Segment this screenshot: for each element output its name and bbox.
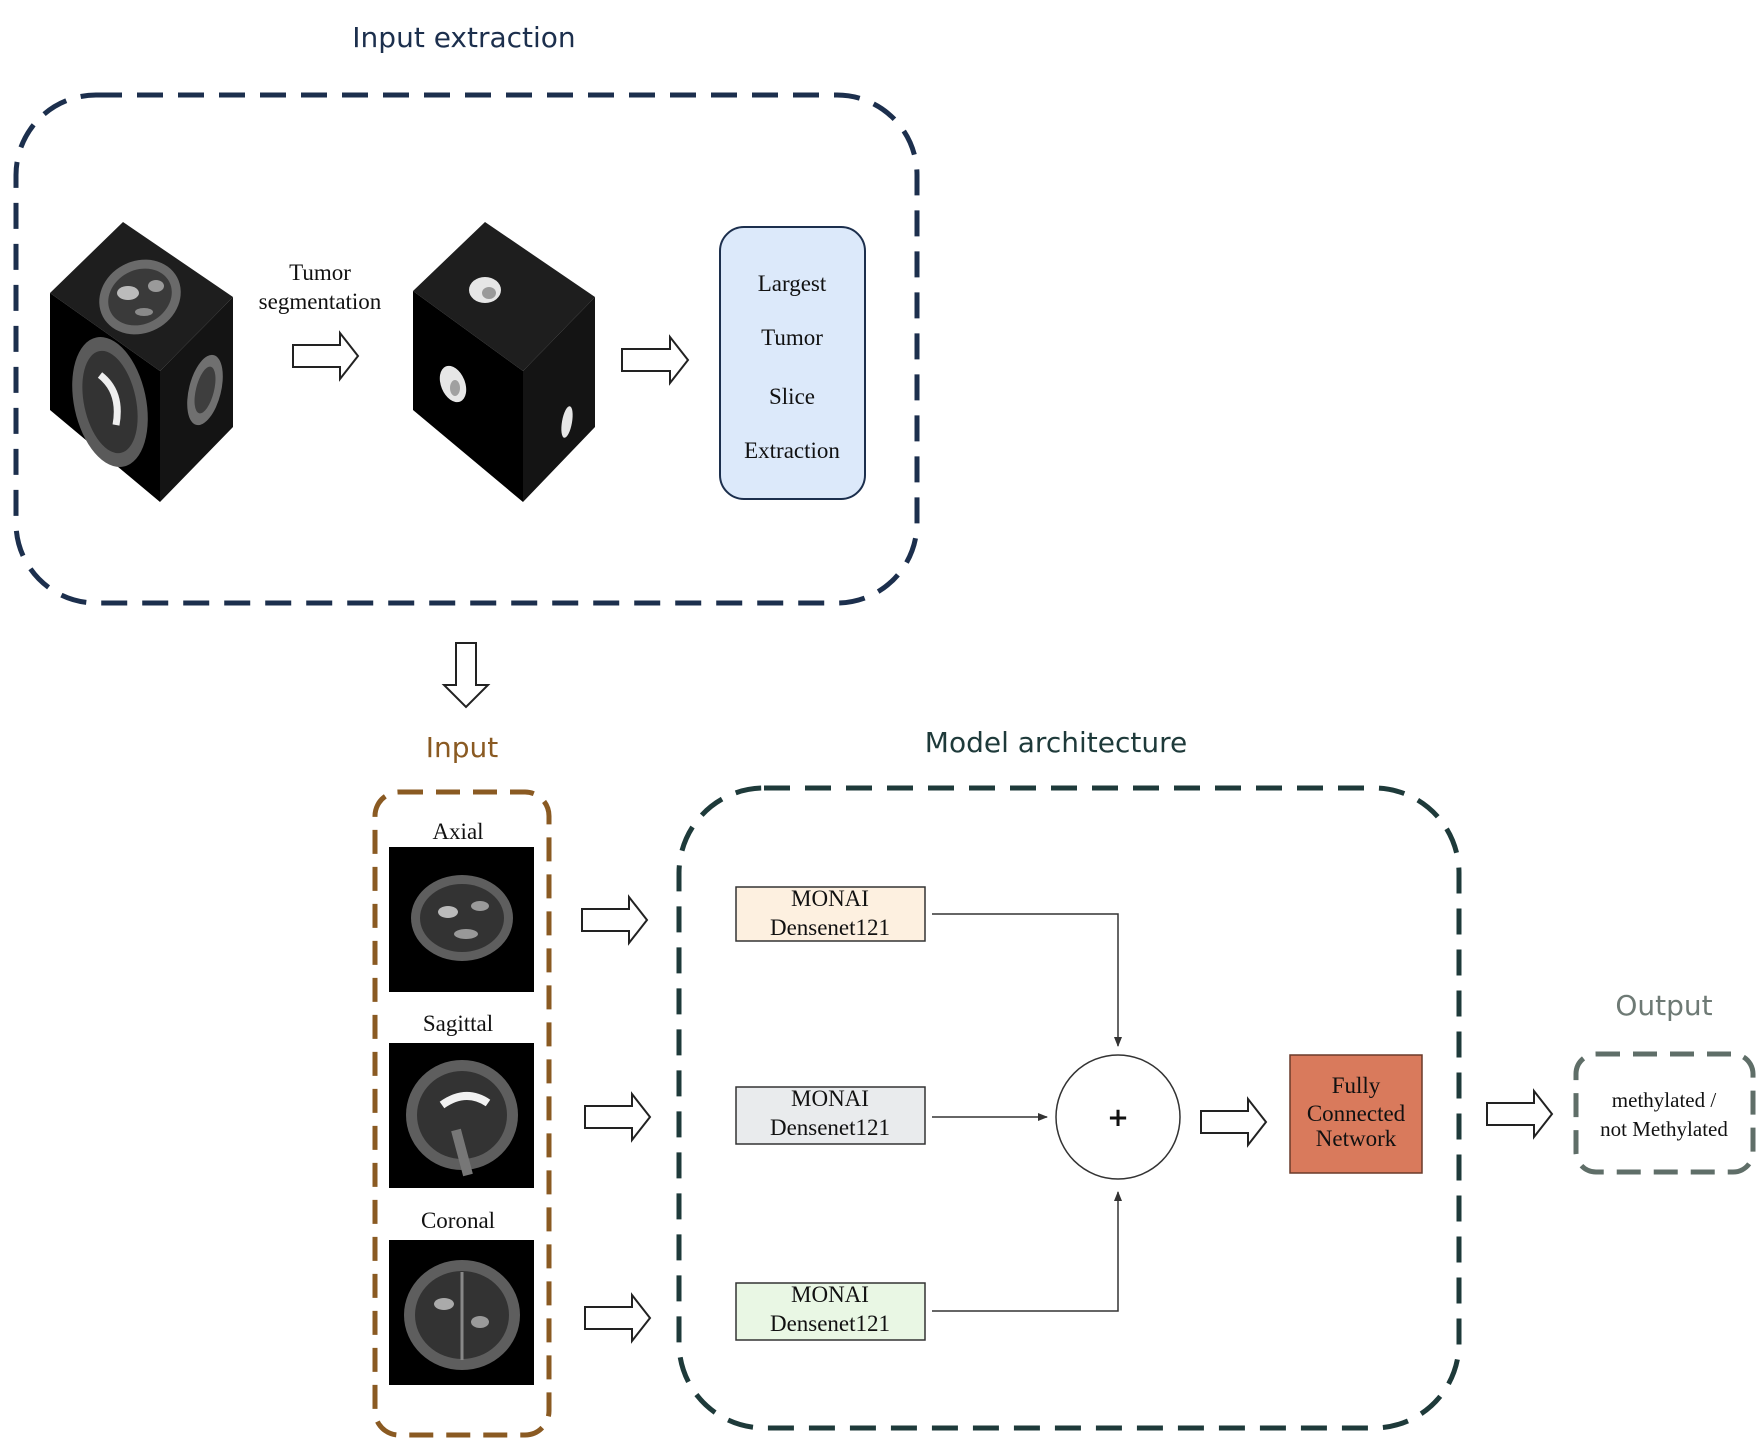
encoder-coronal-line2: Densenet121 [770, 1311, 890, 1336]
brain-coronal-slice-image [187, 354, 223, 426]
model-architecture-title: Model architecture [925, 726, 1187, 759]
encoder-box-coronal [735, 1282, 926, 1341]
axial-slice-image [389, 847, 534, 992]
model-architecture-section: Model architecture MONAI Densenet121 MON… [676, 726, 1462, 1431]
encoder-block-coronal: MONAI Densenet121 [735, 1282, 926, 1341]
mri-volume-cube [50, 222, 233, 502]
encoder-axial-line1: MONAI [791, 886, 869, 911]
arrow-coronal-to-model [584, 1292, 652, 1344]
view-label-coronal: Coronal [421, 1208, 495, 1233]
encoder-box-sagittal [735, 1086, 926, 1145]
brain-axial-slice-image [99, 259, 181, 335]
arrow-fusion-to-fc [1200, 1096, 1268, 1148]
encoder-box-axial [735, 886, 926, 942]
encoder-block-axial: MONAI Densenet121 [735, 886, 926, 942]
tumor-segmentation-label-line2: segmentation [259, 289, 382, 314]
largest-tumor-slice-extraction-box [719, 226, 866, 500]
encoder-coronal-line1: MONAI [791, 1282, 869, 1307]
input-extraction-title: Input extraction [352, 21, 575, 54]
tumor-segmentation-label-line1: Tumor [289, 260, 351, 285]
fusion-plus-symbol: + [1107, 1103, 1129, 1133]
segmented-tumor-cube [413, 222, 595, 502]
extraction-box-line4: Extraction [744, 438, 840, 463]
arrow-fc-to-output [1486, 1088, 1554, 1140]
output-line1: methylated / [1612, 1088, 1717, 1112]
encoder-sagittal-line1: MONAI [791, 1086, 869, 1111]
view-label-axial: Axial [432, 819, 483, 844]
connector-coronal-to-fusion [932, 1191, 1122, 1312]
fc-line2: Connected [1307, 1101, 1406, 1126]
output-frame [1573, 1051, 1756, 1175]
tumor-mask-image [439, 277, 573, 438]
fully-connected-network-box [1289, 1054, 1423, 1174]
input-title: Input [426, 731, 499, 764]
model-architecture-frame [676, 785, 1462, 1431]
input-extraction-section: Input extraction Tumo [13, 21, 920, 606]
arrow-axial-to-model [581, 894, 649, 946]
view-label-sagittal: Sagittal [423, 1011, 493, 1036]
encoder-axial-line2: Densenet121 [770, 915, 890, 940]
input-section: Input Axial Sagittal Coronal [372, 731, 552, 1438]
input-frame [372, 789, 552, 1438]
arrow-segmentation [292, 330, 360, 382]
fc-line1: Fully [1332, 1073, 1381, 1098]
fusion-sum-node [1055, 1054, 1181, 1180]
extraction-box-line2: Tumor [761, 325, 823, 350]
extraction-box-line1: Largest [758, 271, 827, 296]
output-line2: not Methylated [1600, 1117, 1728, 1141]
arrow-to-extraction [621, 334, 690, 386]
extraction-box-line3: Slice [769, 384, 815, 409]
input-extraction-frame [13, 92, 920, 606]
encoder-block-sagittal: MONAI Densenet121 [735, 1086, 926, 1145]
encoder-sagittal-line2: Densenet121 [770, 1115, 890, 1140]
coronal-slice-image [389, 1240, 534, 1385]
brain-sagittal-slice-image [72, 337, 148, 467]
connector-axial-to-fusion [932, 913, 1122, 1047]
output-section: Output methylated / not Methylated [1573, 989, 1756, 1175]
arrow-sagittal-to-model [584, 1091, 652, 1143]
output-title: Output [1615, 989, 1712, 1022]
fc-line3: Network [1316, 1126, 1397, 1151]
arrow-down-to-input [441, 642, 491, 709]
sagittal-slice-image [389, 1043, 534, 1188]
